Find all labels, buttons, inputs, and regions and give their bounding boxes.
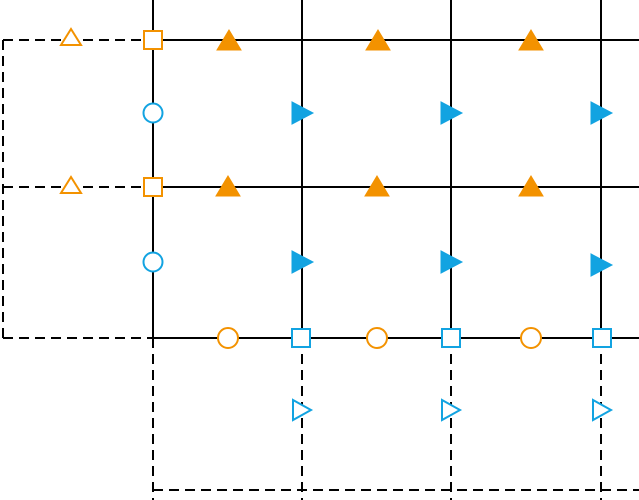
orange-open-triangle-marker xyxy=(59,27,83,46)
orange-filled-triangle-marker xyxy=(364,175,390,197)
orange-filled-triangle-marker xyxy=(215,175,241,197)
blue-open-circle-marker xyxy=(142,102,164,124)
orange-filled-triangle-marker xyxy=(518,29,544,51)
orange-open-square-marker xyxy=(143,177,163,197)
orange-filled-triangle-marker xyxy=(216,29,242,51)
orange-open-circle-marker xyxy=(520,327,542,349)
blue-filled-triangle-right-marker xyxy=(291,250,315,274)
orange-filled-triangle-marker xyxy=(518,175,544,197)
blue-open-square-marker xyxy=(441,328,461,348)
blue-open-square-marker xyxy=(291,328,311,348)
blue-filled-triangle-right-marker xyxy=(291,101,315,125)
orange-open-square-marker xyxy=(143,30,163,50)
blue-open-triangle-right-marker xyxy=(441,398,463,422)
orange-open-triangle-marker xyxy=(59,175,83,194)
orange-filled-triangle-marker xyxy=(365,29,391,51)
blue-filled-triangle-right-marker xyxy=(440,250,464,274)
blue-filled-triangle-right-marker xyxy=(590,253,614,277)
blue-open-triangle-right-marker xyxy=(292,398,314,422)
blue-filled-triangle-right-marker xyxy=(590,101,614,125)
markers xyxy=(59,27,614,422)
blue-open-circle-marker xyxy=(142,251,164,273)
blue-open-triangle-right-marker xyxy=(592,398,614,422)
blue-open-square-marker xyxy=(592,328,612,348)
blue-filled-triangle-right-marker xyxy=(440,101,464,125)
orange-open-circle-marker xyxy=(366,327,388,349)
orange-open-circle-marker xyxy=(217,327,239,349)
